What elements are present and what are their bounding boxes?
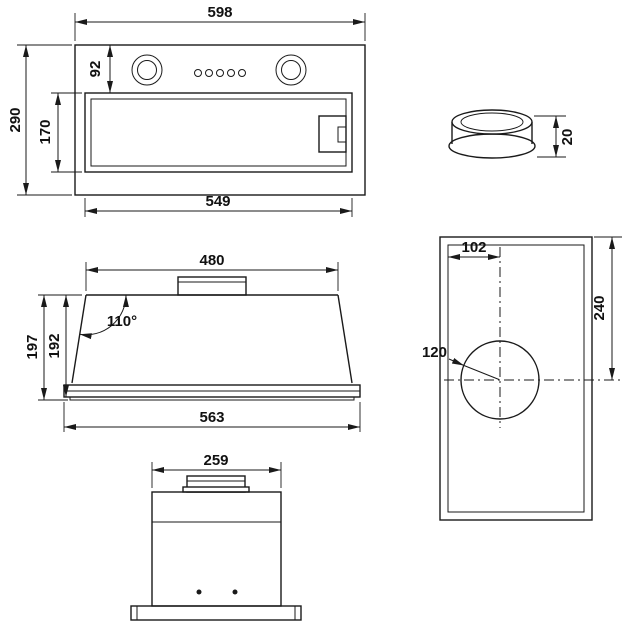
duct-connector-view [448, 109, 536, 159]
duct-rim-outer [451, 109, 533, 135]
rear-view-dimensions: 259 [151, 452, 282, 488]
dim-duct-height: 20 [559, 129, 576, 146]
rear-body-outline [151, 491, 282, 607]
lamp-right-icon [275, 54, 307, 86]
dim-front-glass-height: 170 [37, 119, 54, 144]
glass-panel-inner [90, 98, 347, 167]
top-view-outline [439, 236, 593, 521]
rear-duct-collar [182, 486, 250, 493]
duct-flange [448, 133, 536, 159]
hood-body-outline [74, 44, 366, 196]
side-view-dimensions: 480 110° 197 192 563 [24, 252, 361, 432]
dim-front-width-top: 598 [207, 4, 232, 21]
dim-top-diameter: 120 [422, 344, 447, 361]
dim-side-angle: 110° [107, 313, 137, 330]
lamp-left-icon [131, 54, 163, 86]
lamp-left-inner [137, 60, 157, 80]
dim-rear-width: 259 [203, 452, 228, 469]
side-duct-spigot [177, 276, 247, 296]
filter-latch-box [318, 115, 347, 153]
side-rear-slant [337, 294, 353, 384]
dim-top-offset: 102 [461, 239, 486, 256]
rear-bottom-flange [130, 605, 302, 621]
side-front-slant [71, 294, 87, 384]
glass-panel-frame [84, 92, 353, 173]
angle-arc [79, 294, 129, 340]
dim-side-height-body: 192 [46, 333, 63, 358]
dim-front-height: 290 [7, 107, 24, 132]
control-buttons [194, 69, 246, 77]
top-view-dimensions: 102 240 120 [422, 236, 622, 380]
screw-left [196, 589, 202, 595]
screw-right [232, 589, 238, 595]
rear-view [130, 475, 302, 621]
filter-latch-handle [337, 126, 347, 143]
dim-side-height-total: 197 [24, 334, 41, 359]
top-view [439, 236, 622, 521]
outlet-hole [460, 340, 540, 420]
front-view [74, 44, 366, 196]
side-glass-edge [69, 396, 355, 401]
leader-120 [448, 357, 465, 366]
top-view-inner [447, 244, 585, 513]
lamp-right-inner [281, 60, 301, 80]
dim-front-width-bottom: 549 [205, 193, 230, 210]
duct-rim-inner [460, 112, 524, 132]
front-view-dimensions: 598 290 92 170 549 [7, 4, 366, 217]
dim-top-center: 240 [591, 295, 608, 320]
dim-side-width-bottom: 563 [199, 409, 224, 426]
duct-connector-dimensions: 20 [534, 115, 576, 158]
dim-front-panel-height: 92 [87, 61, 104, 78]
side-view [63, 276, 361, 401]
dim-side-width-top: 480 [199, 252, 224, 269]
